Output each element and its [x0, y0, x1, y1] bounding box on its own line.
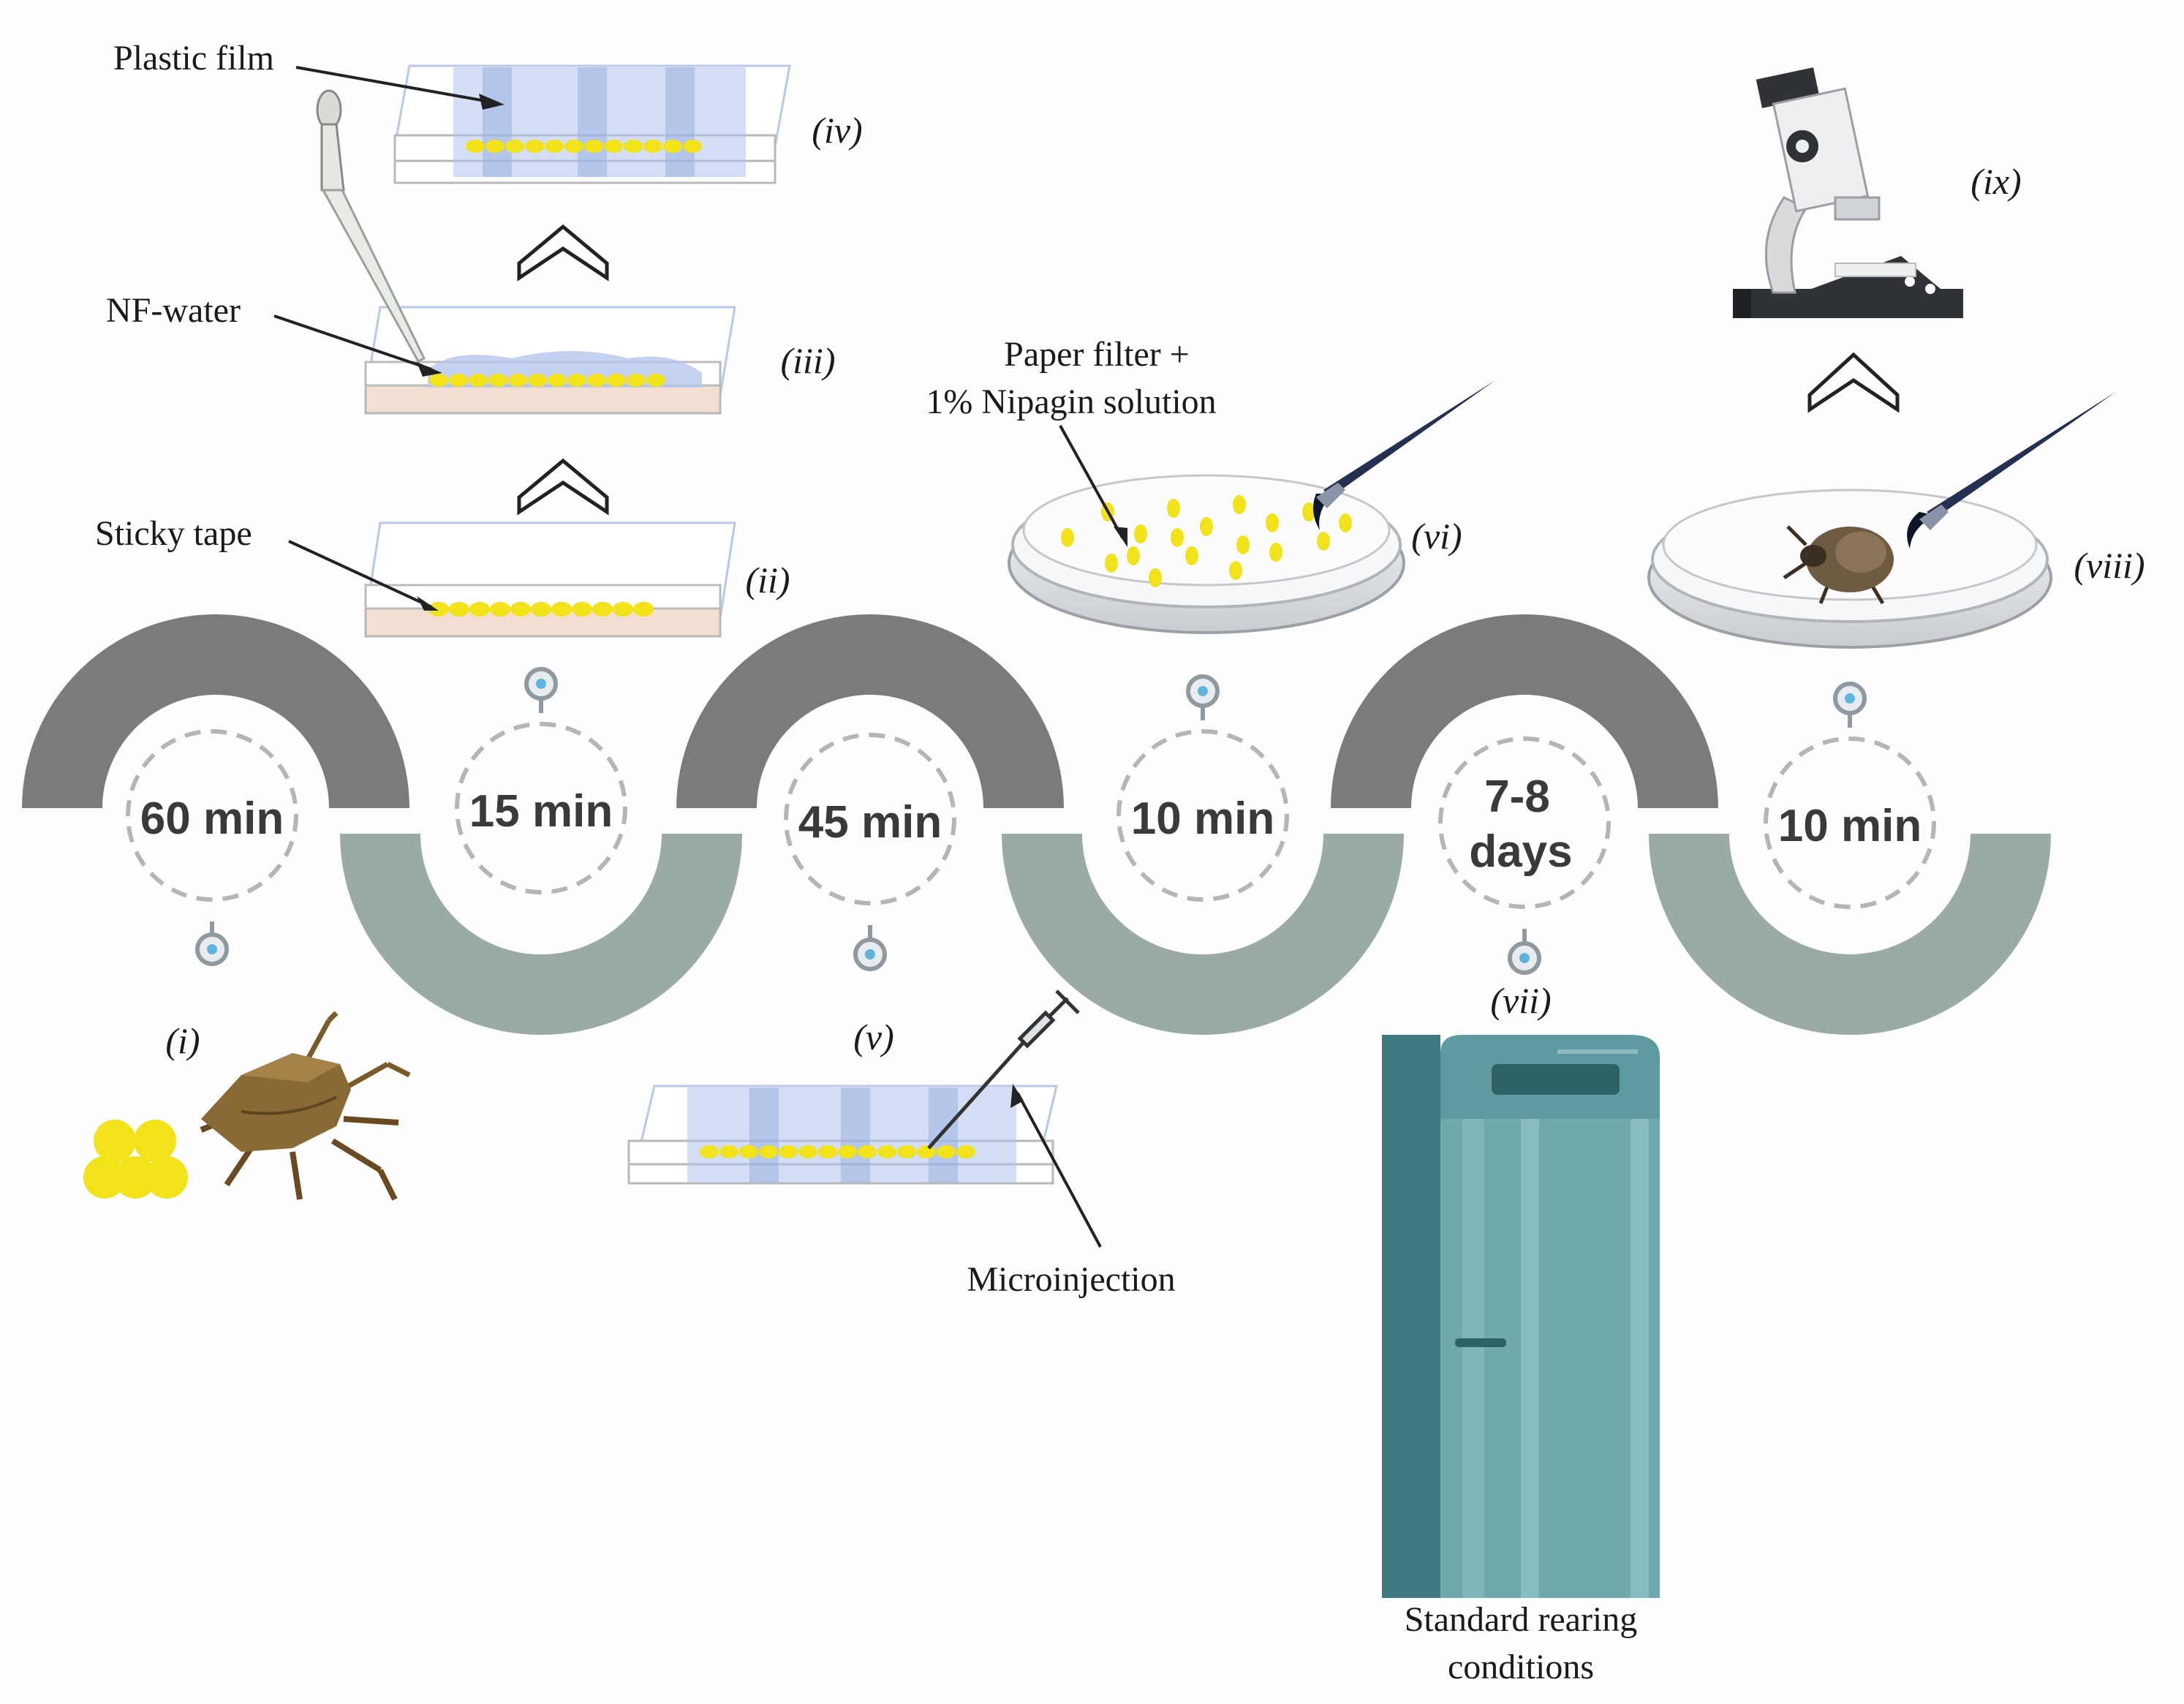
numeral-ix: (ix) [1970, 161, 2021, 202]
duration-1: 60 min [140, 793, 284, 844]
microinjection-arrow [1016, 1093, 1102, 1248]
brush-icon [1313, 380, 1495, 530]
pin-marker-icon [1508, 929, 1541, 975]
pipette-icon [316, 89, 426, 363]
numeral-i: (i) [165, 1020, 200, 1061]
duration-circle-5 [1438, 736, 1611, 909]
pin-marker-icon [524, 667, 558, 713]
numeral-iv: (iv) [812, 110, 862, 151]
microscope-icon [1733, 67, 1963, 318]
lower-arc-3 [1649, 834, 2051, 1035]
nf-water-arrow [273, 314, 432, 371]
step-v: (v) Microinjection [627, 989, 1176, 1299]
step-ii: (ii) Sticky tape [95, 514, 790, 638]
chevron-up-icon [1807, 352, 1900, 413]
upper-arc-3 [1331, 614, 1718, 808]
plastic-film-arrow [295, 66, 494, 104]
chevron-up-icon [517, 458, 609, 516]
step-vi: Paper filter + 1% Nipagin solution (vi) [926, 335, 1495, 634]
petri-dish-icon [1008, 474, 1405, 634]
pin-marker-icon [195, 921, 229, 966]
numeral-v: (v) [853, 1017, 894, 1058]
duration-circle-6 [1764, 736, 1936, 909]
nymph-icon [1783, 525, 1894, 605]
numeral-vii: (vii) [1490, 980, 1551, 1021]
brush-icon [1907, 391, 2117, 548]
sticky-tape-arrow [288, 540, 432, 608]
upper-arc-1 [22, 614, 409, 808]
lower-arc-1 [340, 834, 742, 1035]
syringe-icon [927, 989, 1080, 1150]
step-viii: (viii) [1647, 391, 2145, 649]
step-vii: (vii) Standard rearing conditions [1382, 980, 1660, 1686]
paper-filter-arrow [1059, 425, 1124, 538]
pin-marker-icon [1186, 674, 1220, 720]
slide-icon [364, 521, 736, 638]
duration-2: 15 min [469, 786, 613, 837]
numeral-iii: (iii) [781, 340, 836, 381]
duration-circle-4 [1116, 729, 1289, 902]
rearing-label-line2: conditions [1448, 1648, 1594, 1686]
duration-circle-1 [126, 729, 298, 902]
step-ix: (ix) [1733, 67, 2022, 318]
sticky-tape-label: Sticky tape [95, 514, 252, 553]
lower-arc-2 [1002, 834, 1404, 1035]
duration-circles [126, 722, 1936, 909]
paper-filter-label-line1: Paper filter + [1004, 335, 1190, 374]
slide-icon [393, 64, 791, 184]
duration-5-line2: days [1469, 826, 1572, 877]
pin-marker-icon [1833, 682, 1867, 728]
step-iv: (iv) Plastic film [113, 39, 863, 184]
stink-bug-icon [200, 1011, 411, 1201]
step-iii: (iii) NF-water [106, 89, 836, 415]
duration-circle-3 [784, 733, 956, 905]
timeline-wave [22, 614, 2051, 1035]
pin-markers [195, 667, 1867, 975]
numeral-viii: (viii) [2074, 545, 2145, 586]
duration-circle-2 [455, 722, 627, 894]
upper-arc-2 [676, 614, 1064, 808]
rearing-label-line1: Standard rearing [1405, 1600, 1638, 1639]
duration-4: 10 min [1131, 793, 1274, 844]
pin-marker-icon [853, 925, 887, 971]
numeral-vi: (vi) [1411, 516, 1462, 557]
duration-labels: 60 min 15 min 45 min 10 min 7-8 days 10 … [140, 772, 1922, 877]
duration-3: 45 min [798, 797, 942, 848]
egg-cluster-icon [83, 1120, 188, 1199]
plastic-film-label: Plastic film [113, 39, 274, 78]
duration-6: 10 min [1778, 801, 1922, 851]
incubator-icon [1382, 1035, 1660, 1598]
paper-filter-label-line2: 1% Nipagin solution [926, 382, 1216, 421]
microinjection-label: Microinjection [967, 1260, 1175, 1299]
slide-icon [364, 306, 736, 415]
slide-icon [627, 1085, 1058, 1185]
chevron-up-icon [517, 224, 609, 282]
step-i: (i) [83, 1011, 411, 1201]
numeral-ii: (ii) [745, 559, 790, 600]
duration-5-line1: 7-8 [1484, 772, 1550, 822]
nf-water-label: NF-water [106, 291, 241, 330]
